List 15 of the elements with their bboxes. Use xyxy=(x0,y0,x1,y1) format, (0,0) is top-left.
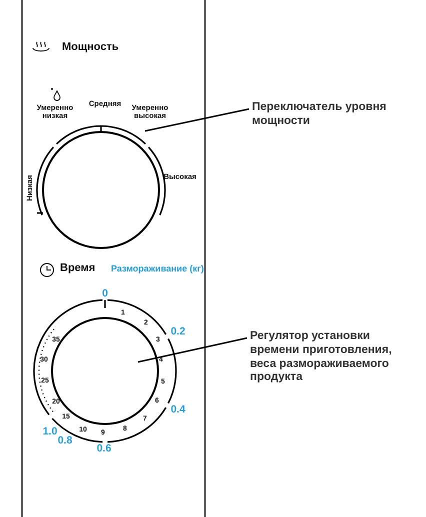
weight-mark: 0.4 xyxy=(170,404,186,416)
leader-line xyxy=(144,108,250,132)
callout-text: Регулятор установки времени приготовления, веса размораживаемого продукта xyxy=(250,330,420,386)
callout-text: Переключатель уровня мощности xyxy=(252,101,412,129)
weight-mark: 0.8 xyxy=(58,436,72,446)
weight-mark: 0.2 xyxy=(170,326,186,338)
weight-mark: 0 xyxy=(102,288,108,300)
weight-mark: 1.0 xyxy=(42,426,58,438)
heading: Мощность xyxy=(62,42,119,54)
leader-line xyxy=(138,337,248,363)
dial-knob xyxy=(42,131,160,249)
heading: Время xyxy=(60,263,96,275)
dial-knob xyxy=(51,317,159,425)
scale-heading: Размораживание (кг) xyxy=(111,264,204,274)
weight-mark: 0.6 xyxy=(96,444,112,454)
